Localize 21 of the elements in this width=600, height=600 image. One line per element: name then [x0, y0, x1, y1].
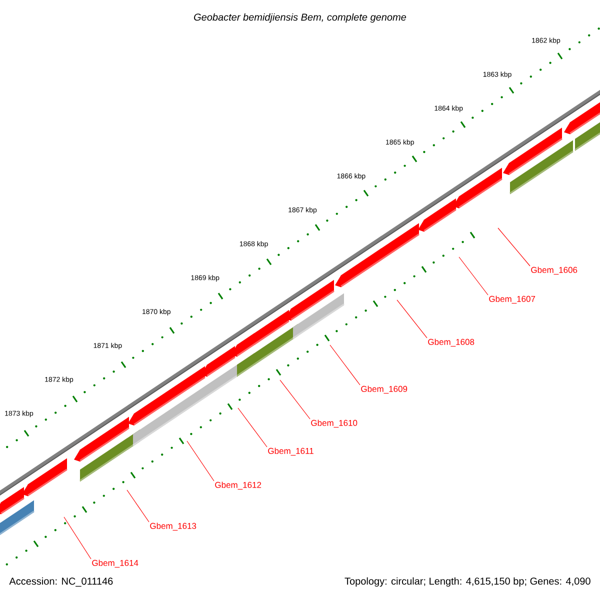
accession-text: Accession: NC_011146 — [9, 577, 113, 587]
title: Geobacter bemidjiensis Bem, complete genome — [194, 13, 406, 23]
gene-label: Gbem_1614 — [92, 560, 138, 568]
leader-line — [238, 408, 268, 448]
leader-line — [396, 300, 428, 338]
gene-label: Gbem_1612 — [215, 482, 262, 490]
genome-info-text: Topology: circular; Length: 4,615,150 bp; Genes: 4,090 — [344, 577, 590, 587]
gene-label: Gbem_1608 — [428, 338, 474, 347]
gene-label: Gbem_1607 — [489, 296, 536, 304]
gene-label: Gbem_1609 — [361, 386, 408, 394]
gene-label: Gbem_1613 — [150, 522, 196, 531]
leader-line — [498, 228, 530, 266]
leader-line — [280, 380, 310, 420]
leader-line — [330, 344, 360, 386]
leader-line — [186, 440, 214, 482]
gene-label: Gbem_1611 — [268, 448, 314, 456]
gene-label: Gbem_1606 — [531, 266, 578, 275]
leader-line — [458, 256, 488, 296]
leader-line — [126, 490, 150, 522]
leader-line — [64, 516, 92, 560]
gene-label: Gbem_1610 — [311, 420, 358, 428]
